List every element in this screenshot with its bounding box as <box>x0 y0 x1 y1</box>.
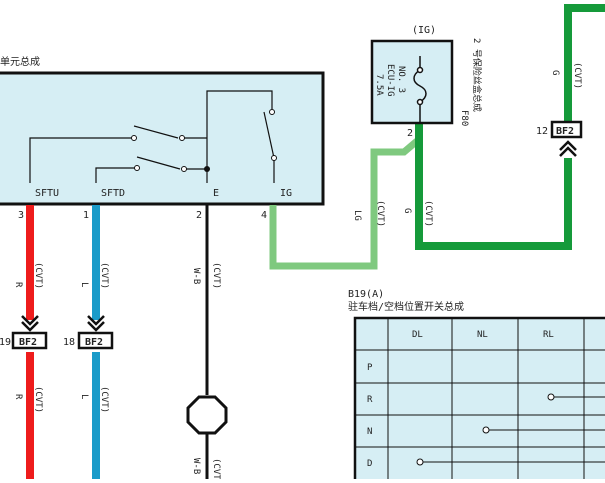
wire-spec-black: (CVT) <box>211 262 221 289</box>
terminal-sftd: SFTD <box>101 188 125 199</box>
terminal-sftu: SFTU <box>35 188 59 199</box>
connector-bf2-blue <box>77 331 114 350</box>
wire-label-blue: L <box>79 282 89 287</box>
wire-label-red: R <box>13 282 23 288</box>
row-header-d: D <box>367 459 372 469</box>
col-header-dl: DL <box>412 330 423 340</box>
wire-spec-red-lower: (CVT) <box>33 386 43 413</box>
row-header-r: R <box>367 395 373 405</box>
connector-arrow-icon <box>21 315 39 332</box>
switch-continuity-lines <box>420 396 605 463</box>
fuse-box-desc: 2 号保险丝盒总成 <box>471 38 483 112</box>
junction-dot <box>204 166 210 172</box>
connector-arrow-icon <box>559 140 577 157</box>
connector-pin-blue: 18 <box>63 337 75 348</box>
fuse-rating: 7.5A <box>374 74 384 96</box>
switch-title: 驻车档/空档位置开关总成 <box>348 300 464 313</box>
fuse-name: ECU-IG <box>385 64 395 97</box>
connector-name-blue: BF2 <box>85 337 103 348</box>
connector-bf2-red <box>11 331 48 350</box>
control-unit-title: 单元总成 <box>0 55 40 68</box>
connector-arrow-icon <box>87 315 105 332</box>
switch-contacts <box>131 109 277 172</box>
wire-spec-black-lower: (CVT) <box>211 458 221 479</box>
connector-pin-red: 19 <box>0 337 11 348</box>
row-header-n: N <box>367 427 372 437</box>
connector-name-right: BF2 <box>556 126 574 137</box>
wire-spec-light-green: (CVT) <box>375 200 385 227</box>
fuse-icon <box>413 56 427 123</box>
wire-spec-red: (CVT) <box>33 262 43 289</box>
fuse-pin: 2 <box>407 128 413 139</box>
pin-sftu: 3 <box>18 210 24 221</box>
connector-bf2-right <box>550 120 583 139</box>
connector-pin-right: 12 <box>536 126 548 137</box>
wire-label-right: G <box>550 70 560 75</box>
wire-spec-fuse-out: (CVT) <box>423 200 433 227</box>
wire-dark-green-lower <box>415 124 572 250</box>
wire-spec-right: (CVT) <box>572 62 582 89</box>
fuse-header: (IG) <box>412 25 436 36</box>
wire-label-light-green: LG <box>352 210 362 221</box>
terminal-e: E <box>213 188 219 199</box>
wire-light-green <box>269 138 420 270</box>
pin-ig: 4 <box>261 210 267 221</box>
switch-table-grid <box>355 318 605 479</box>
wire-label-black: W-B <box>191 268 201 284</box>
internal-switch-circuit <box>29 90 275 183</box>
wire-label-red-lower: R <box>13 394 23 400</box>
wire-spec-blue: (CVT) <box>99 262 109 289</box>
terminal-ig: IG <box>280 188 292 199</box>
pin-e: 2 <box>196 210 202 221</box>
connector-name-red: BF2 <box>19 337 37 348</box>
wire-label-blue-lower: L <box>79 394 89 399</box>
switch-id: B19(A) <box>348 289 384 300</box>
switch-table <box>353 316 605 483</box>
pin-sftd: 1 <box>83 210 89 221</box>
wire-dark-green-upper <box>564 4 605 122</box>
ground-point-icon <box>186 395 228 435</box>
row-header-p: P <box>367 363 373 373</box>
col-header-rl: RL <box>543 330 554 340</box>
wire-label-fuse-out: G <box>402 208 412 213</box>
switch-continuity-points <box>416 393 555 466</box>
wire-label-black-lower: W-B <box>191 458 201 474</box>
col-header-nl: NL <box>477 330 488 340</box>
fuse-box <box>370 39 454 125</box>
fuse-number: NO. 3 <box>396 66 406 93</box>
wire-spec-blue-lower: (CVT) <box>99 386 109 413</box>
fuse-box-id: F80 <box>459 110 469 126</box>
